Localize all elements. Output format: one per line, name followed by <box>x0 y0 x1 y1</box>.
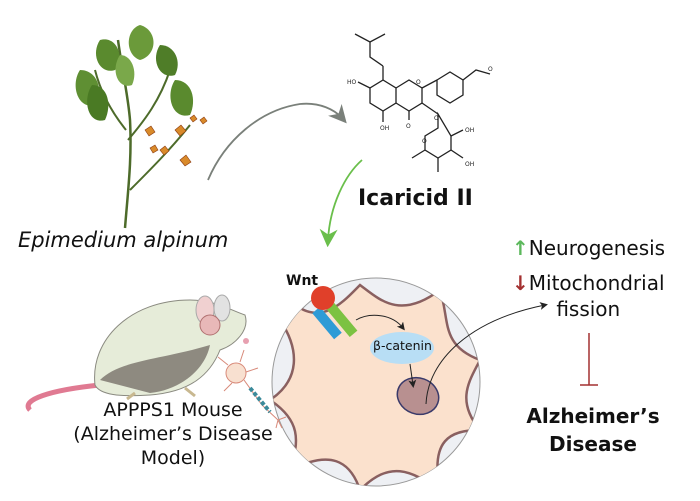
mouse-label-line1: APPPS1 Mouse <box>103 399 243 421</box>
plant-to-compound-arrow <box>207 102 347 181</box>
effect-neurogenesis: ↑Neurogenesis <box>512 236 665 260</box>
mouse-icon <box>25 294 287 429</box>
structure-atom-labels: HO OH O O O O O OH OH <box>347 66 493 168</box>
neurogenesis-text: Neurogenesis <box>528 236 666 260</box>
svg-text:O: O <box>434 115 439 122</box>
svg-text:O: O <box>416 79 421 86</box>
disease-label: Alzheimer’s Disease <box>518 402 668 458</box>
chemical-structure-icon <box>354 33 491 172</box>
plant-icon <box>75 25 208 229</box>
compound-label: Icaricid II <box>358 186 473 211</box>
beta-catenin-label: β-catenin <box>373 338 432 353</box>
svg-text:OH: OH <box>465 161 474 168</box>
fission-text: fission <box>556 297 621 321</box>
receptor-blue <box>312 306 342 340</box>
mouse-label-line2: (Alzheimer’s Disease <box>73 423 273 445</box>
effect-mitochondrial-fission: ↓Mitochondrial fission <box>512 270 665 322</box>
svg-text:OH: OH <box>465 127 474 134</box>
up-arrow-icon: ↑ <box>512 236 529 260</box>
wnt-ligand <box>311 286 335 310</box>
beta-catenin-blob <box>370 332 434 364</box>
mouse-label-line3: Model) <box>140 447 206 469</box>
mouse-label: APPPS1 Mouse (Alzheimer’s Disease Model) <box>58 398 288 470</box>
svg-text:O: O <box>488 66 493 73</box>
receptor-green <box>326 302 358 338</box>
mitochondrial-text: Mitochondrial <box>528 271 665 295</box>
svg-text:O: O <box>406 123 411 130</box>
wnt-label: Wnt <box>286 273 319 289</box>
nucleus-to-effects-arrow <box>425 302 548 405</box>
inhibition-arrow <box>580 333 598 386</box>
svg-text:OH: OH <box>380 125 389 132</box>
disease-line1: Alzheimer’s <box>526 404 660 428</box>
compound-to-cell-arrow <box>319 159 363 248</box>
plant-label: Epimedium alpinum <box>18 228 229 252</box>
disease-line2: Disease <box>549 432 637 456</box>
cell-diagram <box>271 277 548 487</box>
svg-text:HO: HO <box>347 79 357 86</box>
svg-text:O: O <box>422 138 427 145</box>
down-arrow-icon: ↓ <box>512 271 529 295</box>
